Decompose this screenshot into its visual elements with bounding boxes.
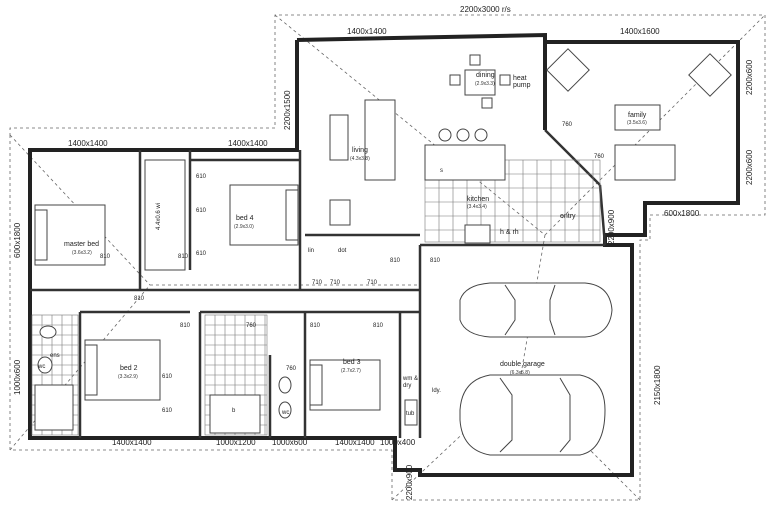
door-label: 760 [246,323,257,329]
room-living: living [352,147,368,154]
room-wc-main: wc [281,410,289,416]
garage-cars [459,282,613,456]
door-label: 810 [390,258,401,264]
kitchen-bench [424,144,506,181]
walk-in-wardrobe [144,159,186,271]
room-garage: double garage [500,361,545,368]
dining-table [464,69,496,96]
dim-family-bottom: 600x1800 [664,209,700,218]
car-top [459,282,613,338]
room-garage-size: (6.3x5.8) [510,370,530,376]
door-labels: 610 610 810 610 810 810 810 710 710 810 … [100,122,605,414]
room-wm-dry: wm &dry [402,376,418,389]
dim-family-right-lower: 2200x600 [745,149,754,185]
dim-top-living: 1400x1400 [347,27,387,36]
family-sofa [614,144,676,181]
living-sofa [364,99,396,181]
dim-bottom-5: 1000x400 [380,438,416,447]
dim-bottom-3: 1000x600 [272,438,308,447]
door-label-lin: lin [308,248,314,254]
room-bed2-size: (3.3x2.9) [118,374,138,380]
dim-living-side: 2200x1500 [283,90,292,130]
dim-bottom-2: 1000x1200 [216,438,256,447]
family-armchair-1 [546,48,590,92]
door-label: 810 [178,254,189,260]
dim-bottom-1: 1400x1400 [112,438,152,447]
room-wi: 4.4x0.6 wi [156,203,162,230]
dim-top-family: 1400x1600 [620,27,660,36]
furniture [34,48,732,434]
room-master-size: (3.6x3.2) [72,250,92,256]
room-family-size: (3.5x3.6) [627,120,647,126]
door-label: 810 [310,323,321,329]
room-bath-b: b [232,408,236,414]
dim-bottom-4: 1400x1400 [335,438,375,447]
family-armchair-2 [688,53,732,97]
interior-walls [30,129,607,438]
bath-tub [209,394,261,434]
room-bed2: bed 2 [120,365,138,372]
dim-family-right-upper: 2200x600 [745,59,754,95]
door-label: 610 [162,408,173,414]
room-bed4-size: (2.9x3.0) [234,224,254,230]
overall-roof-label: 2200x3000 r/s [460,5,511,14]
dim-left-top-2: 1400x1400 [228,139,268,148]
room-bed3-size: (2.7x2.7) [341,368,361,374]
room-master: master bed [64,241,99,248]
dim-garage-side: 2150x1800 [653,365,662,405]
dim-garage-bottom: 2200x900 [405,464,414,500]
car-bottom [459,374,606,456]
room-ens: ens [50,353,60,359]
dimension-labels: 2200x3000 r/s 1400x1400 1400x1600 2200x1… [13,5,754,500]
dim-left-top-1: 1400x1400 [68,139,108,148]
door-label: 710 [312,280,323,286]
door-label: 610 [196,208,207,214]
room-ldy: ldy. [432,388,441,394]
dim-bed2-side: 1000x600 [13,359,22,395]
door-label: 610 [196,174,207,180]
door-label: 710 [367,280,378,286]
door-label-dot: dot [338,248,347,254]
dim-entry-side: 2200x900 [607,209,616,245]
roof-outline [9,14,766,501]
door-label: 810 [134,296,145,302]
door-label: 710 [330,280,341,286]
room-kitchen: kitchen [467,196,489,203]
room-wc-ens: wc [37,364,45,370]
room-tub: tub [406,411,415,417]
room-bed4: bed 4 [236,215,254,222]
door-label: 810 [180,323,191,329]
room-family: family [628,112,647,119]
door-label: 760 [594,154,605,160]
room-sink-s: s [440,168,443,174]
door-label: 610 [162,374,173,380]
room-bed3: bed 3 [343,359,361,366]
door-label: 760 [286,366,297,372]
door-label: 760 [562,122,573,128]
door-label: 810 [100,254,111,260]
exterior-walls [28,32,740,477]
room-entry: entry [560,213,576,220]
dim-master-side: 600x1800 [13,222,22,258]
door-label: 810 [373,323,384,329]
room-living-size: (4.3x3.8) [350,156,370,162]
room-kitchen-size: (3.4x3.4) [467,204,487,210]
room-dining-size: (2.9x3.3) [475,81,495,87]
room-dining: dining [476,72,495,79]
door-label: 610 [196,251,207,257]
door-label: 810 [430,258,441,264]
room-hrb: h & rh [500,229,519,236]
